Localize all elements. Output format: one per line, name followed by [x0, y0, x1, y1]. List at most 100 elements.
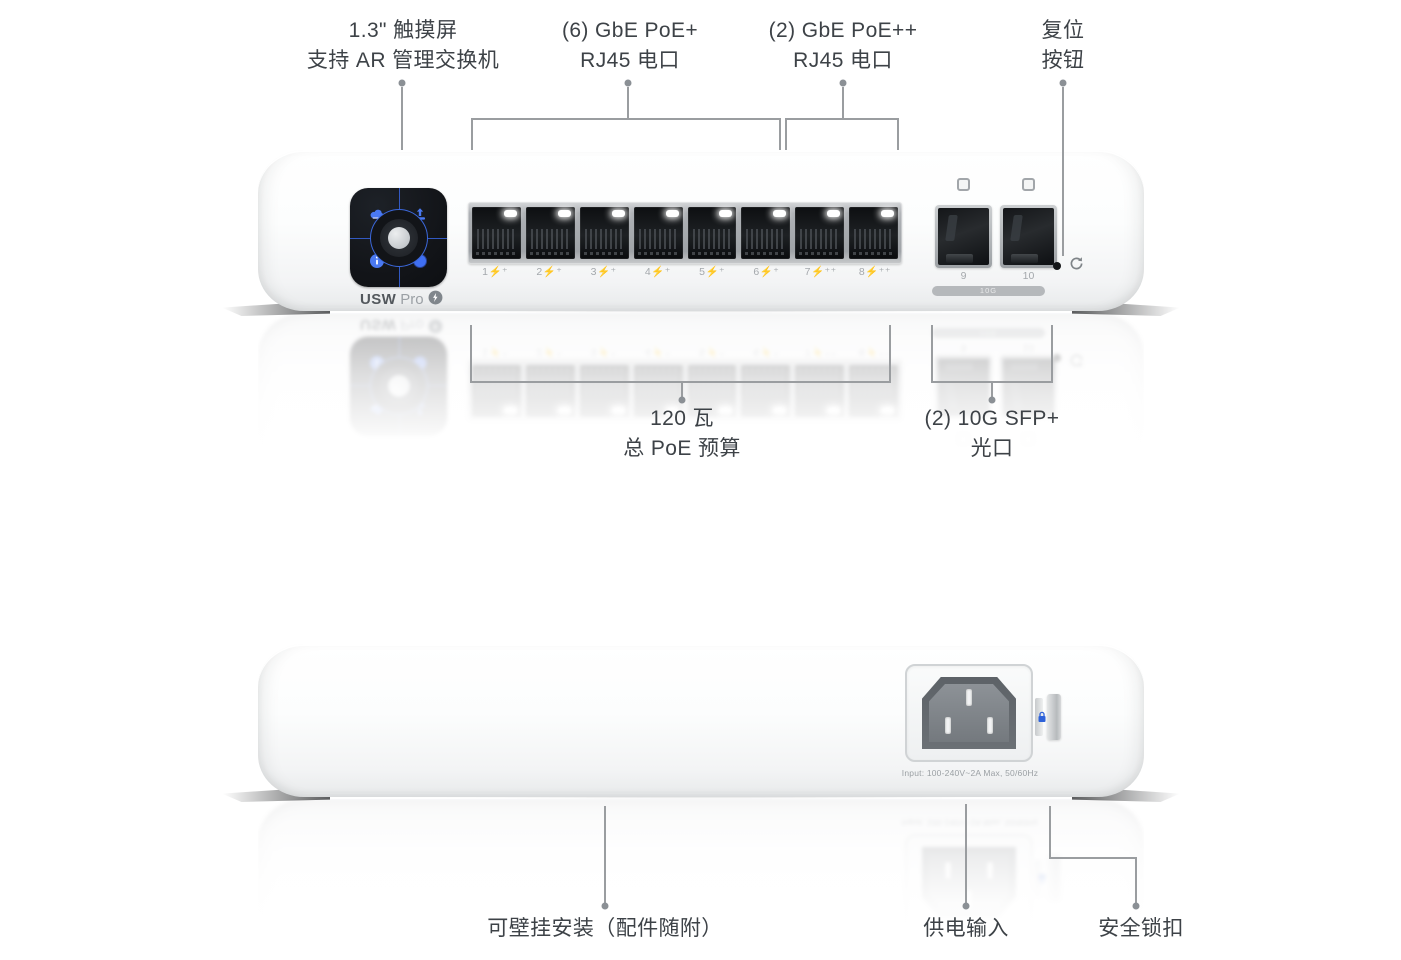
port-led: [665, 210, 679, 217]
port-number-label: 8⚡⁺⁺: [858, 266, 891, 278]
port-contacts: [529, 252, 571, 255]
annotation-touchscreen-line2: 支持 AR 管理交换机: [306, 49, 500, 72]
rj45-port: [687, 207, 737, 259]
port-pins: [477, 228, 516, 249]
annotation-touchscreen-line1: 1.3" 触摸屏: [348, 19, 458, 42]
port-led: [773, 210, 787, 217]
reset-button: [1053, 262, 1061, 270]
pointer-line-power-input: [965, 804, 967, 903]
pointer-line-wall-mount: [604, 806, 606, 903]
sfp-latch: [1011, 254, 1038, 263]
annotation-sfp-line2: 光口: [970, 437, 1014, 460]
port-led: [611, 210, 625, 217]
speed-10g-badge: 10G: [932, 286, 1045, 296]
rj45-port: [579, 207, 629, 259]
sfp-led-indicator: [957, 178, 970, 191]
annotation-touchscreen: 1.3" 触摸屏 支持 AR 管理交换机: [307, 16, 499, 76]
port-pins: [854, 228, 893, 249]
rj45-port: [633, 207, 683, 259]
port-led: [557, 210, 571, 217]
sfp-cage: [1003, 208, 1054, 265]
power-pin-ground: [966, 688, 972, 706]
pointer-dot: [678, 396, 686, 404]
port-number-label: 3⚡⁺: [590, 266, 617, 278]
screen-center-button: [379, 218, 418, 257]
port-pins: [692, 228, 732, 249]
back-reflection: Input: 100-240V~2A Max, 50/60Hz: [258, 799, 1144, 937]
pointer-dot: [962, 902, 970, 910]
pointer-line-touchscreen: [401, 87, 403, 150]
port-pins: [746, 228, 786, 249]
pointer-line-lock-v1: [1049, 806, 1051, 859]
annotation-power-input: 供电输入: [923, 917, 1009, 940]
switch-back-view: Input: 100-240V~2A Max, 50/60Hz: [258, 644, 1144, 797]
screen-center-button-face: [387, 226, 410, 249]
rj45-port-block: [468, 202, 902, 264]
logo-pro-text: Pro: [400, 291, 424, 308]
rj45-port: [525, 207, 575, 259]
pointer-dot: [1059, 79, 1067, 87]
port-pins: [584, 228, 624, 249]
reset-arrow-icon: [1068, 255, 1085, 272]
pointer-dot: [601, 902, 609, 910]
product-logo: USW Pro: [360, 290, 443, 309]
port-number-row: 1⚡⁺2⚡⁺3⚡⁺4⚡⁺5⚡⁺6⚡⁺7⚡⁺⁺8⚡⁺⁺: [468, 265, 902, 278]
pointer-line-reset: [1062, 87, 1064, 256]
pointer-dot: [988, 396, 996, 404]
pointer-line-poe-plus: [627, 87, 629, 118]
rj45-port: [741, 207, 791, 259]
port-contacts: [691, 252, 733, 255]
sfp-port-9: [935, 205, 992, 268]
pointer-line-poe-plusplus: [842, 87, 844, 118]
power-input-spec: Input: 100-240V~2A Max, 50/60Hz: [901, 768, 1039, 778]
pointer-line-poe-budget: [681, 383, 683, 399]
power-inlet-frame: [905, 664, 1033, 762]
sfp-number-label: 10: [1022, 270, 1035, 282]
annotation-reset-line1: 复位: [1041, 19, 1085, 42]
annotation-poe-budget-line1: 120 瓦: [650, 407, 714, 430]
bracket-poe-plus: [471, 118, 781, 150]
sfp-latch: [946, 254, 973, 263]
bracket-poe-budget: [470, 325, 891, 383]
annotation-poe-budget-line2: 总 PoE 预算: [623, 437, 741, 460]
port-contacts: [476, 252, 517, 255]
rj45-port: [472, 207, 521, 259]
annotation-reset-line2: 按钮: [1041, 49, 1085, 72]
power-pin-line: [944, 716, 951, 734]
pointer-line-sfp: [991, 383, 993, 399]
pointer-dot: [1132, 902, 1140, 910]
port-number-label: 4⚡⁺: [644, 266, 671, 278]
power-inlet: [922, 677, 1016, 749]
port-led: [503, 210, 517, 217]
annotation-poe-budget: 120 瓦 总 PoE 预算: [623, 404, 741, 464]
bracket-poe-plusplus: [785, 118, 899, 150]
sfp-cage: [938, 208, 989, 265]
sfp-number-label: 9: [960, 270, 967, 282]
sfp-port-10: [1000, 205, 1057, 268]
port-pins: [800, 228, 840, 249]
annotation-wall-mount: 可壁挂安装（配件随附）: [487, 917, 723, 940]
lightning-bolt-icon: [428, 290, 443, 309]
annotation-security-lock: 安全锁扣: [1098, 917, 1184, 940]
port-number-label: 1⚡⁺: [482, 266, 509, 278]
annotation-poe-plus: (6) GbE PoE+ RJ45 电口: [562, 16, 698, 76]
port-contacts: [637, 252, 679, 255]
pointer-line-lock-h: [1049, 857, 1137, 859]
padlock-icon: [1038, 711, 1046, 722]
touchscreen-display: [350, 188, 447, 287]
port-contacts: [799, 252, 841, 255]
switch-front-view: USW Pro: [258, 150, 1144, 311]
rj45-port: [795, 207, 845, 259]
annotation-poe-plusplus: (2) GbE PoE++ RJ45 电口: [769, 16, 918, 76]
sfp-led-indicator: [1022, 178, 1035, 191]
annotation-poe-plus-line2: RJ45 电口: [580, 49, 680, 72]
annotation-sfp: (2) 10G SFP+ 光口: [925, 404, 1060, 464]
port-contacts: [745, 252, 787, 255]
annotation-sfp-line1: (2) 10G SFP+: [924, 407, 1060, 430]
annotation-poe-plus-line1: (6) GbE PoE+: [561, 19, 699, 42]
sfp-glint: [1010, 214, 1024, 242]
annotation-poe-plusplus-line1: (2) GbE PoE++: [768, 19, 918, 42]
port-led: [827, 210, 841, 217]
annotation-reset: 复位 按钮: [1042, 16, 1085, 76]
